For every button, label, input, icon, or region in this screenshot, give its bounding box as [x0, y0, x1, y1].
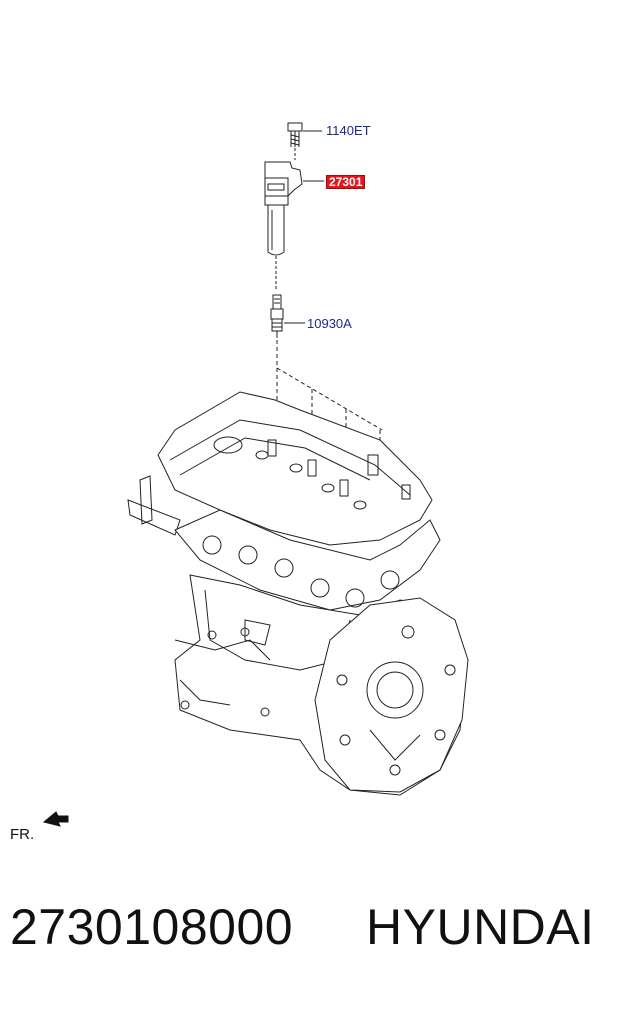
brand-name: HYUNDAI — [366, 899, 595, 955]
callout-ignition-coil[interactable]: 27301 — [326, 175, 366, 189]
callout-spark-plug: 10930A — [307, 316, 352, 331]
parts-diagram — [42, 122, 469, 827]
callout-bolt: 1140ET — [326, 123, 371, 138]
engine-assembly-drawing — [127, 391, 469, 796]
spark-plug-drawing — [270, 294, 305, 410]
bolt-drawing — [287, 122, 322, 160]
part-number: 2730108000 — [10, 899, 294, 955]
front-arrow-icon — [42, 811, 69, 827]
ignition-coil-drawing — [264, 161, 324, 290]
footer: 2730108000 HYUNDAI — [0, 898, 620, 978]
front-direction-label: FR. — [10, 826, 35, 843]
